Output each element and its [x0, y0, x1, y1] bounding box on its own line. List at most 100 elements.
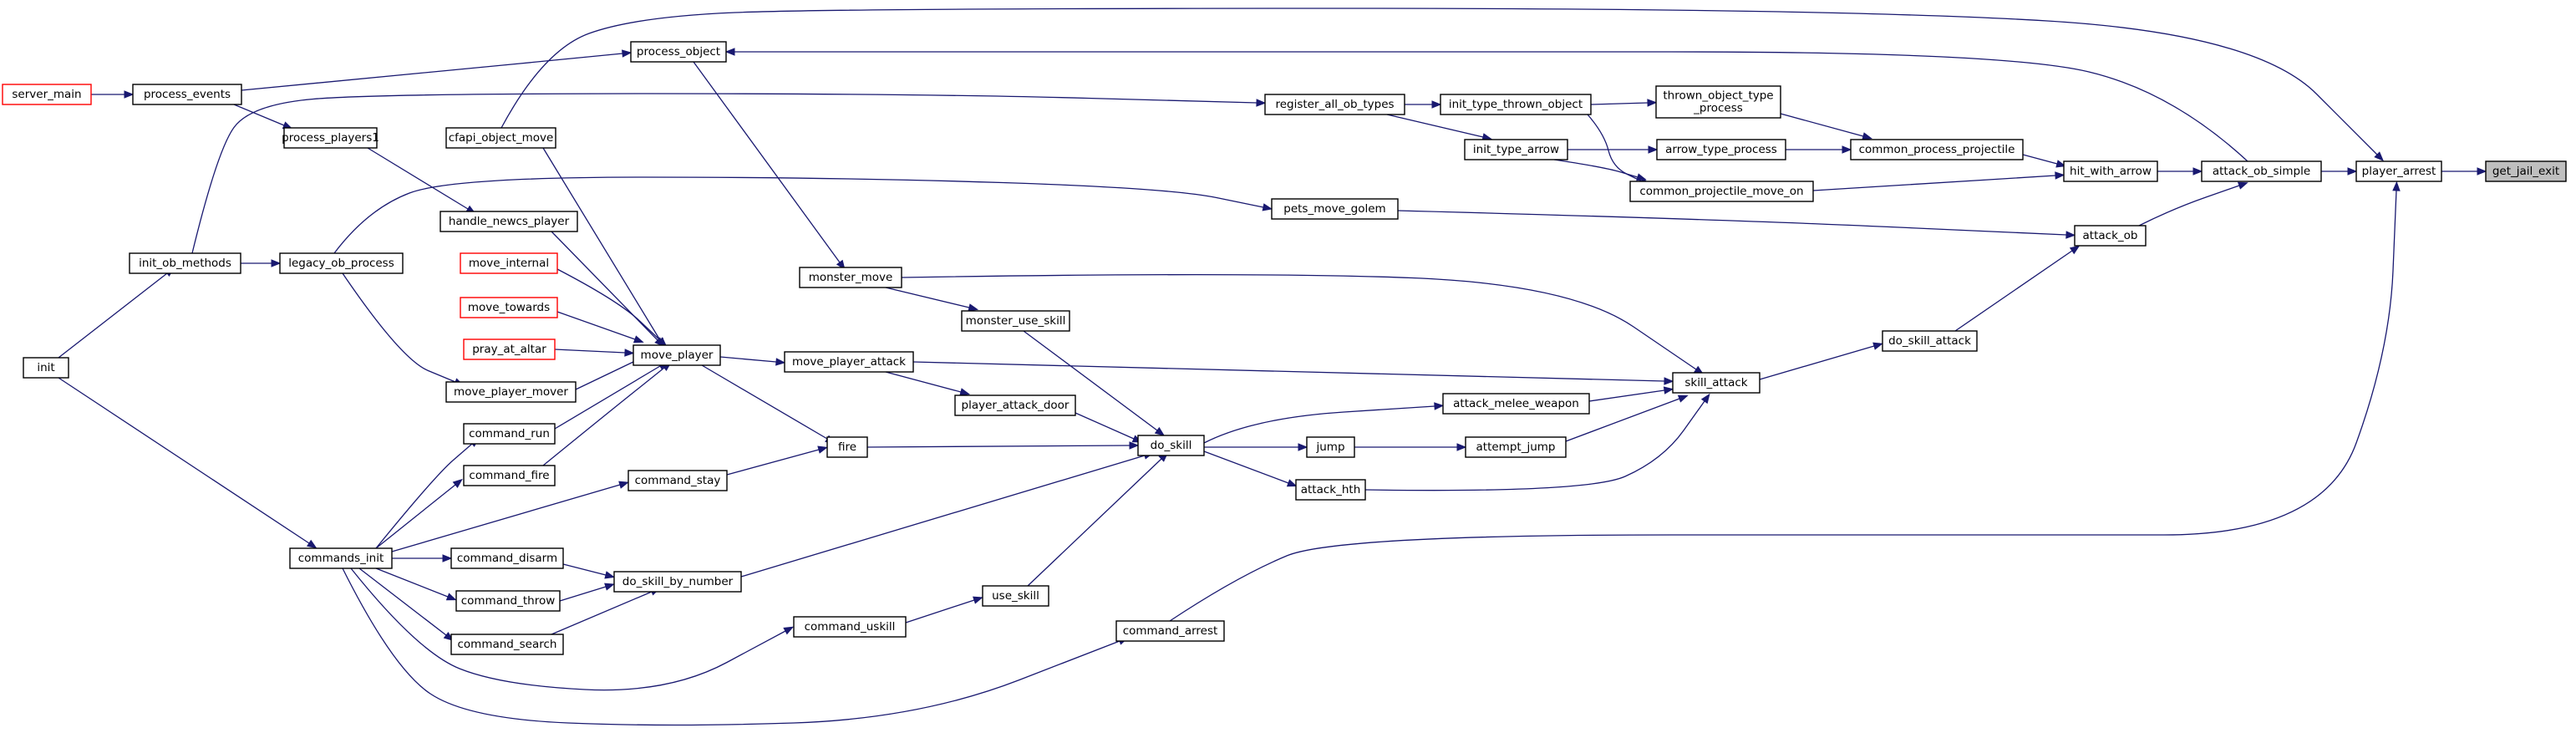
node-label: pray_at_altar	[472, 343, 546, 356]
node-jump[interactable]: jump	[1306, 436, 1355, 458]
node-label: attack_melee_weapon	[1453, 397, 1579, 410]
node-common-process-projectile[interactable]: common_process_projectile	[1850, 139, 2024, 160]
node-process-players1[interactable]: process_players1	[282, 127, 379, 149]
node-box	[1672, 372, 1761, 394]
arrowhead	[1862, 132, 1872, 140]
node-move-towards[interactable]: move_towards	[460, 297, 558, 318]
node-box	[799, 267, 902, 288]
node-thrown-object-type-process[interactable]: thrown_object_type_process	[1655, 85, 1781, 119]
arrowhead	[775, 358, 786, 366]
node-init-type-arrow[interactable]: init_type_arrow	[1464, 139, 1568, 160]
node-box	[1271, 198, 1399, 220]
node-pray-at-altar[interactable]: pray_at_altar	[463, 338, 556, 360]
edge-line	[556, 268, 661, 341]
node-box	[283, 127, 378, 149]
node-label: process_players1	[282, 131, 379, 145]
node-monster-move[interactable]: monster_move	[799, 267, 902, 288]
node-cfapi-object-move[interactable]: cfapi_object_move	[445, 127, 556, 149]
node-command-stay[interactable]: command_stay	[627, 470, 728, 491]
node-attack-ob[interactable]: attack_ob	[2074, 225, 2147, 247]
node-box	[1440, 94, 1592, 115]
node-label: thrown_object_type	[1663, 89, 1773, 103]
node-box	[826, 436, 868, 458]
node-command-fire[interactable]: command_fire	[463, 465, 556, 486]
arrowhead	[618, 481, 629, 489]
node-register-all-ob-types[interactable]: register_all_ob_types	[1264, 94, 1405, 115]
node-box	[982, 585, 1049, 607]
node-move-player-attack[interactable]: move_player_attack	[784, 351, 914, 373]
node-box	[793, 616, 907, 638]
node-command-disarm[interactable]: command_disarm	[450, 547, 564, 569]
node-command-run[interactable]: command_run	[463, 423, 556, 445]
node-label: command_run	[469, 427, 550, 440]
node-command-throw[interactable]: command_throw	[455, 590, 561, 612]
node-init-type-thrown-object[interactable]: init_type_thrown_object	[1440, 94, 1592, 115]
node-move-player-mover[interactable]: move_player_mover	[445, 381, 577, 403]
arrowhead	[1664, 377, 1674, 385]
edge-hit_with_arrow-to-attack_ob_simple	[2157, 167, 2203, 176]
edge-line	[1203, 450, 1289, 484]
edges-layer	[58, 8, 2487, 726]
edge-line	[1027, 458, 1162, 587]
edge-init-to-init_ob_methods	[58, 267, 175, 359]
edge-command_disarm-to-do_skill_by_number	[562, 563, 615, 579]
node-label: common_process_projectile	[1859, 143, 2015, 156]
edge-arrow_type_process-to-common_process_projectile	[1786, 145, 1852, 154]
node-command-search[interactable]: command_search	[450, 634, 564, 655]
edge-legacy_ob_process-to-move_player_mover	[342, 272, 465, 386]
arrowhead	[1298, 443, 1308, 451]
node-label: command_uskill	[805, 620, 896, 634]
node-do-skill-by-number[interactable]: do_skill_by_number	[613, 571, 742, 593]
node-box	[289, 547, 393, 569]
node-box	[1137, 435, 1205, 456]
node-label: arrow_type_process	[1665, 143, 1777, 156]
edge-line	[358, 567, 447, 636]
edge-init_type_arrow-to-arrow_type_process	[1567, 145, 1659, 154]
node-box	[1115, 620, 1225, 642]
arrowhead	[1431, 100, 1442, 109]
node-attack-hth[interactable]: attack_hth	[1295, 479, 1366, 501]
node-label: commands_init	[298, 552, 384, 565]
node-attack-melee-weapon[interactable]: attack_melee_weapon	[1442, 393, 1590, 415]
node-do-skill-attack[interactable]: do_skill_attack	[1882, 330, 1978, 352]
node-fire[interactable]: fire	[826, 436, 868, 458]
node-attack-ob-simple[interactable]: attack_ob_simple	[2201, 160, 2322, 182]
node-process-object[interactable]: process_object	[630, 41, 727, 63]
node-init-ob-methods[interactable]: init_ob_methods	[129, 252, 241, 274]
edge-process_events-to-process_object	[241, 49, 633, 91]
node-command-uskill[interactable]: command_uskill	[793, 616, 907, 638]
arrowhead	[968, 303, 979, 312]
node-box	[23, 357, 69, 379]
edge-move_player-to-move_player_attack	[719, 356, 786, 366]
node-attempt-jump[interactable]: attempt_jump	[1465, 436, 1567, 458]
node-process-events[interactable]: process_events	[132, 84, 242, 105]
node-arrow-type-process[interactable]: arrow_type_process	[1656, 139, 1786, 160]
node-init[interactable]: init	[23, 357, 69, 379]
edge-line	[1587, 114, 1643, 182]
node-server-main[interactable]: server_main	[2, 84, 92, 105]
node-skill-attack[interactable]: skill_attack	[1672, 372, 1761, 394]
node-legacy-ob-process[interactable]: legacy_ob_process	[279, 252, 404, 274]
node-commands-init[interactable]: commands_init	[289, 547, 393, 569]
node-label: command_throw	[461, 594, 556, 608]
arrowhead	[1129, 441, 1140, 450]
node-pets-move-golem[interactable]: pets_move_golem	[1271, 198, 1399, 220]
node-player-attack-door[interactable]: player_attack_door	[954, 394, 1076, 416]
node-player-arrest[interactable]: player_arrest	[2355, 160, 2442, 182]
node-use-skill[interactable]: use_skill	[982, 585, 1049, 607]
node-do-skill[interactable]: do_skill	[1137, 435, 1205, 456]
node-monster-use-skill[interactable]: monster_use_skill	[961, 310, 1070, 332]
edge-line	[542, 147, 661, 341]
node-hit-with-arrow[interactable]: hit_with_arrow	[2063, 160, 2158, 182]
edge-line	[367, 147, 469, 210]
node-box	[961, 310, 1070, 332]
node-move-player[interactable]: move_player	[633, 344, 721, 366]
edge-move_player_attack-to-player_attack_door	[885, 371, 970, 396]
node-move-internal[interactable]: move_internal	[460, 252, 558, 274]
node-box	[450, 547, 564, 569]
node-handle-newcs-player[interactable]: handle_newcs_player	[439, 211, 578, 232]
node-common-projectile-move-on[interactable]: common_projectile_move_on	[1629, 181, 1814, 202]
edge-move_player-to-fire	[701, 364, 836, 444]
node-get-jail-exit[interactable]: get_jail_exit	[2485, 160, 2567, 182]
node-command-arrest[interactable]: command_arrest	[1115, 620, 1225, 642]
